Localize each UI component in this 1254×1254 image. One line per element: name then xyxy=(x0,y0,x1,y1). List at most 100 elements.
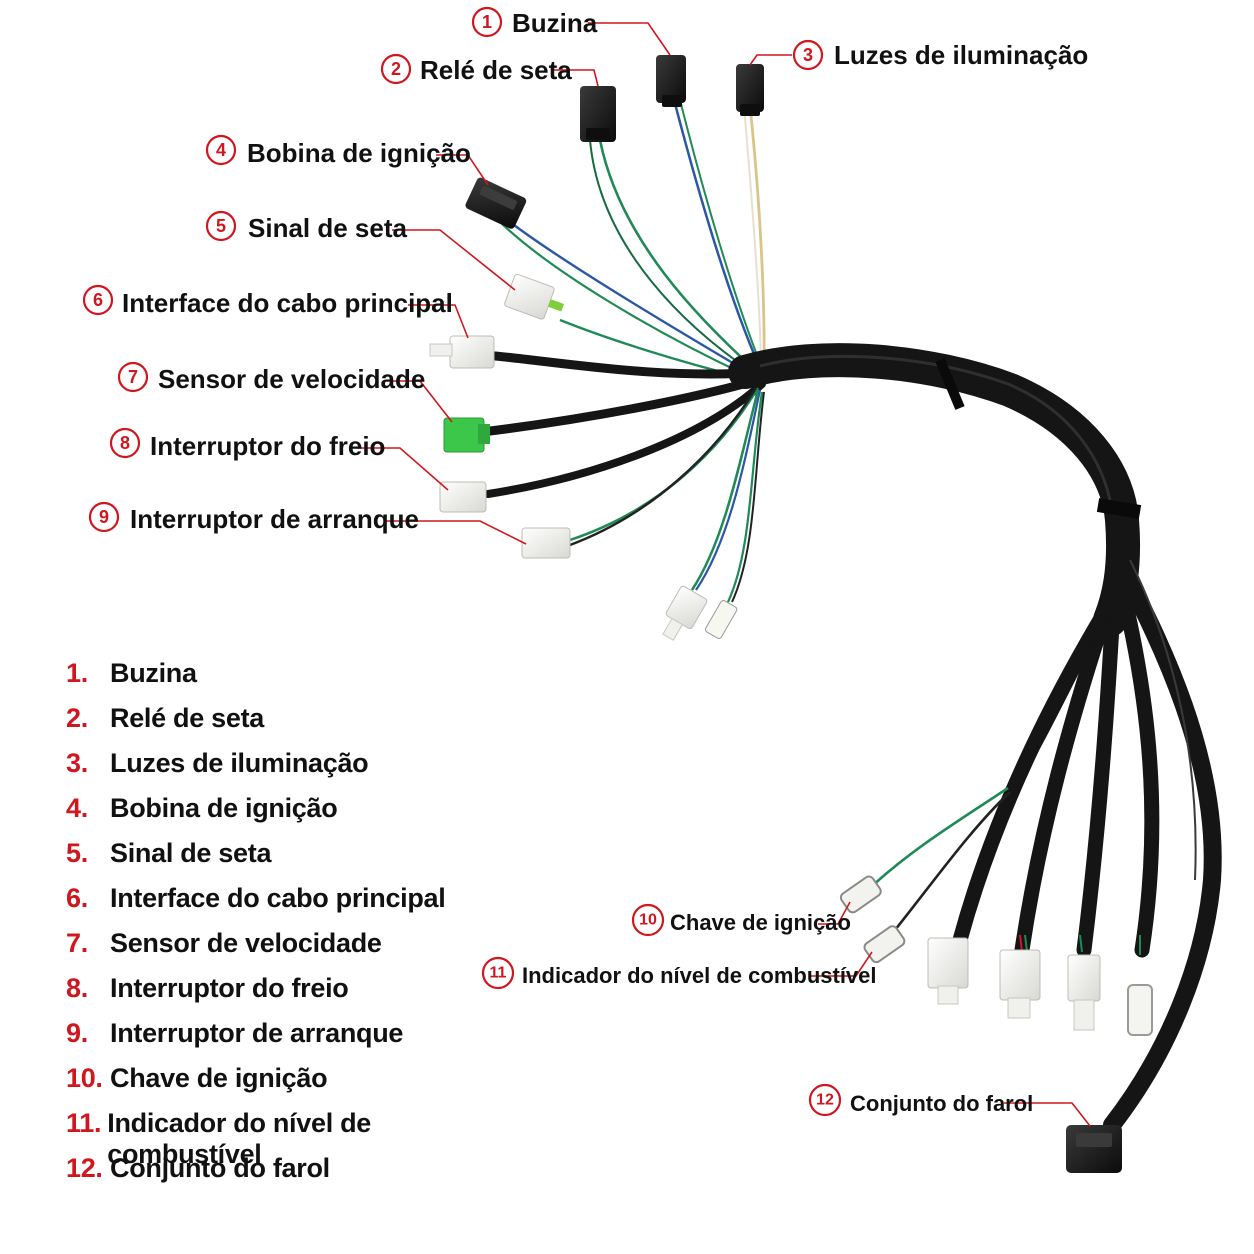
wire-luzes xyxy=(748,105,766,367)
svg-text:9: 9 xyxy=(99,507,109,527)
connector-bobina xyxy=(465,177,527,229)
leader-lines xyxy=(356,22,1091,1127)
svg-text:4: 4 xyxy=(216,140,226,160)
connector-rele-de-seta xyxy=(580,86,616,142)
legend-item: 5.Sinal de seta xyxy=(66,838,506,883)
legend-label: Indicador do nível de combustível xyxy=(107,1108,372,1169)
svg-text:Interface do cabo principal: Interface do cabo principal xyxy=(122,288,453,318)
legend-label: Conjunto do farol xyxy=(110,1153,330,1183)
cable-interface xyxy=(490,351,770,379)
connector-velocidade xyxy=(443,417,490,453)
legend-number: 9. xyxy=(66,1018,88,1048)
svg-text:12: 12 xyxy=(816,1092,834,1109)
svg-text:8: 8 xyxy=(120,433,130,453)
legend-number: 12. xyxy=(66,1153,103,1183)
connector-buzina xyxy=(656,55,686,107)
wire-bottom-a xyxy=(690,389,760,591)
legend-item: 4. Bobina de ignição xyxy=(66,793,506,838)
connector-luzes xyxy=(736,64,764,116)
legend-item: 6. Interface do cabo principal xyxy=(66,883,506,928)
connector-branch-1 xyxy=(927,937,969,1005)
wire-bottom-b xyxy=(727,391,764,603)
cable-velocidade xyxy=(477,373,770,437)
legend-item: 1. Buzina xyxy=(66,658,506,703)
callout-9: 9 Interruptor de arranque xyxy=(88,501,419,534)
legend-label: Relé de seta xyxy=(110,703,264,733)
svg-text:10: 10 xyxy=(639,912,657,929)
connector-chave-de-ignicao xyxy=(839,875,882,914)
wire-rele xyxy=(598,139,756,371)
svg-text:6: 6 xyxy=(93,290,103,310)
svg-text:Bobina de ignição: Bobina de ignição xyxy=(247,138,471,168)
harness xyxy=(477,91,1222,1134)
legend-item: 2.Relé de seta xyxy=(66,703,506,748)
legend-number: 11. xyxy=(66,1108,102,1138)
legend-number: 4. xyxy=(66,793,88,823)
legend-label: Interface do cabo principal xyxy=(110,883,446,913)
wire-combustivel xyxy=(893,791,1011,931)
svg-text:7: 7 xyxy=(128,367,138,387)
legend-item: 3. Luzes de iluminação xyxy=(66,748,506,793)
branch-2 xyxy=(1014,592,1118,958)
svg-text:5: 5 xyxy=(216,216,226,236)
svg-text:Indicador do nível de combustí: Indicador do nível de combustível xyxy=(522,963,877,988)
callout-8: 8 Interruptor do freio xyxy=(109,427,385,461)
legend-label: Buzina xyxy=(110,658,197,688)
wire-bobina xyxy=(509,221,749,374)
callout-10: 10 Chave de ignição xyxy=(631,903,851,937)
branch-3 xyxy=(1076,582,1122,958)
callout-7: 7 Sensor de velocidade xyxy=(117,361,425,394)
connector-spade-a xyxy=(662,585,708,641)
legend-label: Bobina de ignição xyxy=(110,793,338,823)
legend-label: Interruptor do freio xyxy=(110,973,349,1003)
connector-farol xyxy=(1066,1125,1122,1173)
legend-label: Chave de ignição xyxy=(110,1063,328,1093)
legend-label: Sensor de velocidade xyxy=(110,928,382,958)
wire-buzina xyxy=(670,91,762,369)
legend-label: Interruptor de arranque xyxy=(110,1018,404,1048)
svg-text:3: 3 xyxy=(803,45,813,65)
connector-combustivel xyxy=(863,925,906,964)
branch-wires xyxy=(1005,615,1105,795)
parts-legend: 1. Buzina 2.Relé de seta 3. Luzes de ilumi… xyxy=(66,658,506,1198)
connector-sinal-de-seta xyxy=(504,273,565,320)
legend-label: Sinal de seta xyxy=(110,838,272,868)
connector-branch-4 xyxy=(1127,984,1153,1036)
callout-12: 12 Conjunto do farol xyxy=(808,1083,1033,1117)
wire-chave xyxy=(867,786,1009,891)
callout-5: 5 Sinal de seta xyxy=(205,210,407,243)
legend-number: 1. xyxy=(66,658,88,688)
legend-label: Luzes de iluminação xyxy=(110,748,369,778)
legend-item: 11.Indicador do nível de combustível xyxy=(66,1108,506,1169)
legend-item: 7. Sensor de velocidade xyxy=(66,928,506,973)
legend-number: 8. xyxy=(66,973,88,1003)
connector-interface xyxy=(429,335,495,369)
callout-4: 4 Bobina de ignição xyxy=(205,134,471,168)
legend-number: 3. xyxy=(66,748,88,778)
legend-number: 6. xyxy=(66,883,88,913)
branch-4 xyxy=(1112,572,1160,958)
svg-text:Interruptor do freio: Interruptor do freio xyxy=(150,431,385,461)
legend-item: 8. Interruptor do freio xyxy=(66,973,506,1018)
svg-text:Chave de ignição: Chave de ignição xyxy=(670,910,851,935)
cable-freio xyxy=(484,380,766,498)
connectors xyxy=(429,55,1153,1173)
legend-number: 7. xyxy=(66,928,88,958)
svg-text:Relé de seta: Relé de seta xyxy=(420,55,572,85)
svg-text:Interruptor de arranque: Interruptor de arranque xyxy=(130,504,419,534)
svg-text:Sensor de velocidade: Sensor de velocidade xyxy=(158,364,425,394)
svg-text:Sinal de seta: Sinal de seta xyxy=(248,213,407,243)
svg-text:Conjunto do farol: Conjunto do farol xyxy=(850,1091,1033,1116)
connector-branch-3 xyxy=(1067,954,1101,1031)
connector-freio xyxy=(439,481,487,513)
callout-6: 6 Interface do cabo principal xyxy=(82,284,453,318)
legend-item: 12.Conjunto do farol xyxy=(66,1153,506,1198)
svg-text:1: 1 xyxy=(482,12,492,32)
branch-farol xyxy=(1103,551,1222,1134)
connector-spade-b xyxy=(704,600,738,639)
